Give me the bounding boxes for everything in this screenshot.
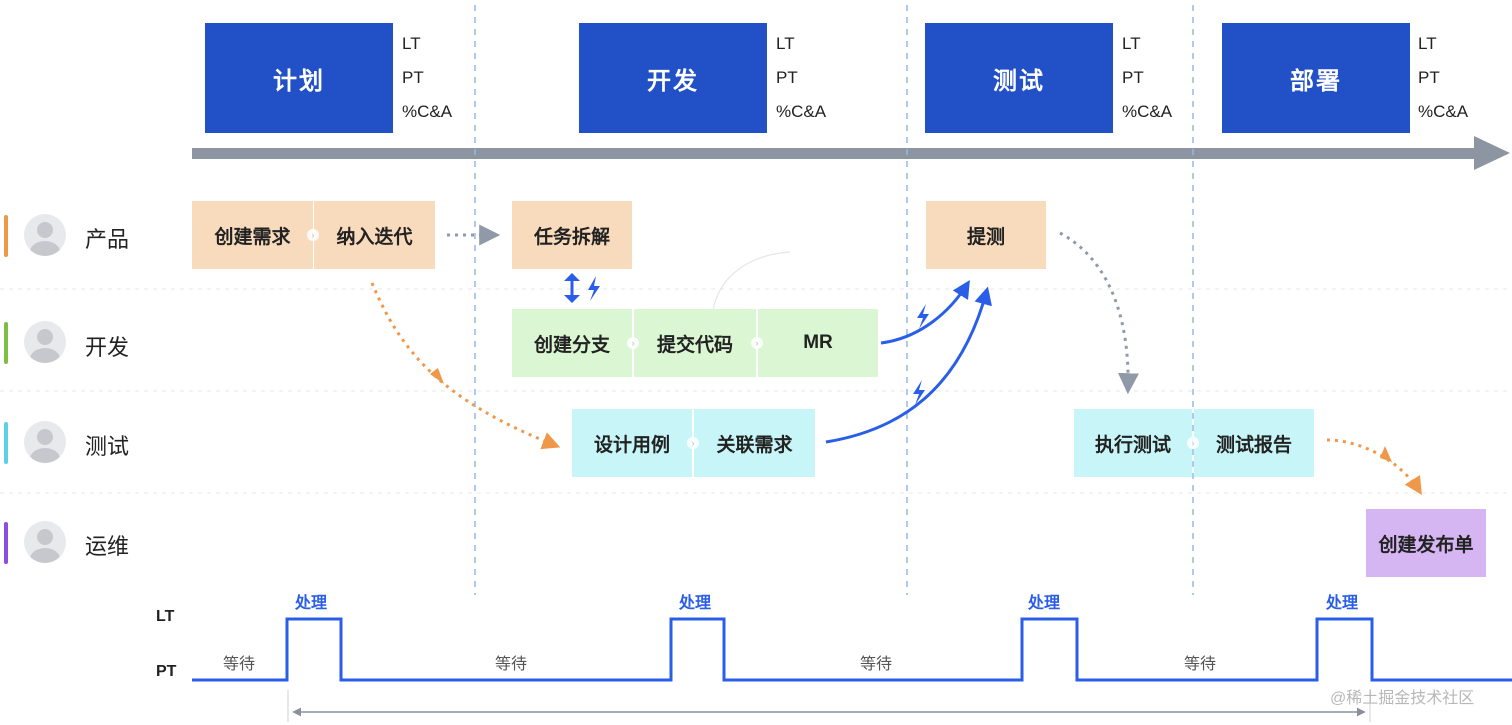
role-label-ops: 运维	[85, 534, 130, 559]
watermark: @稀土掘金技术社区	[1330, 690, 1475, 707]
phase-plan: 计划	[205, 23, 393, 133]
task-execute-test: 执行测试	[1074, 409, 1192, 477]
role-bar-dev	[4, 322, 8, 364]
role-bar-ops	[4, 522, 8, 564]
wait-label: 等待	[860, 656, 893, 673]
axis-label-lt: LT	[156, 608, 175, 625]
task-design-cases: 设计用例	[572, 409, 692, 477]
arrow-submit-to-exec	[1059, 231, 1139, 395]
role-bar-product	[4, 215, 8, 257]
metric-pt: PT	[1122, 68, 1144, 87]
arrow-link-to-submit	[825, 286, 992, 444]
orange-marker-report	[1380, 446, 1392, 462]
metric-pt: PT	[402, 68, 424, 87]
metric-ca: %C&A	[1418, 102, 1469, 121]
chevron-right-icon: ›	[307, 229, 319, 241]
role-bar-test	[4, 422, 8, 464]
task-submit-test: 提测	[926, 201, 1046, 269]
chevron-right-icon: ›	[687, 437, 699, 449]
phase-test: 测试	[925, 23, 1113, 133]
wait-label: 等待	[1184, 656, 1217, 673]
metric-pt: PT	[776, 68, 798, 87]
task-split-tasks: 任务拆解	[512, 201, 632, 269]
role-label-product: 产品	[85, 227, 130, 252]
avatar-icon	[24, 214, 66, 256]
process-label: 处理	[1326, 595, 1359, 612]
arrow-mr-to-submit	[880, 279, 970, 345]
timeline-arrow	[192, 136, 1510, 170]
avatar-icon	[24, 421, 66, 463]
metric-ca: %C&A	[402, 102, 453, 121]
arrow-iterate-to-design	[370, 282, 561, 450]
chevron-right-icon: ›	[627, 337, 639, 349]
axis-label-pt: PT	[156, 663, 177, 680]
metric-lt: LT	[1122, 34, 1141, 53]
task-create-branch: 创建分支	[512, 309, 632, 377]
task-commit-code: 提交代码	[634, 309, 756, 377]
lightning-link	[913, 380, 925, 405]
orange-bidir-marker	[430, 368, 444, 384]
arrow-report-to-release	[1326, 438, 1422, 496]
phase-deploy-metrics: LT PT %C&A	[1418, 27, 1468, 129]
phase-dev: 开发	[579, 23, 767, 133]
phase-deploy: 部署	[1222, 23, 1410, 133]
task-create-requirement: 创建需求	[192, 201, 313, 269]
process-label: 处理	[679, 595, 712, 612]
phase-dev-metrics: LT PT %C&A	[776, 27, 826, 129]
chevron-right-icon: ›	[751, 337, 763, 349]
process-label: 处理	[1028, 595, 1061, 612]
metric-ca: %C&A	[776, 102, 827, 121]
row-separators	[0, 288, 1512, 494]
metric-lt: LT	[776, 34, 795, 53]
role-label-dev: 开发	[85, 335, 130, 360]
faint-curve	[711, 251, 791, 319]
metric-pt: PT	[1418, 68, 1440, 87]
avatar-icon	[24, 521, 66, 563]
task-mr: MR	[758, 309, 878, 377]
wait-label: 等待	[223, 656, 256, 673]
metric-ca: %C&A	[1122, 102, 1173, 121]
metric-lt: LT	[402, 34, 421, 53]
process-label: 处理	[295, 595, 328, 612]
task-create-release: 创建发布单	[1366, 509, 1486, 577]
role-label-test: 测试	[85, 434, 130, 459]
lightning-mr	[917, 304, 929, 329]
task-link-requirement: 关联需求	[694, 409, 815, 477]
phase-dividers	[474, 5, 1194, 595]
chevron-right-icon: ›	[1187, 437, 1199, 449]
wait-label: 等待	[495, 656, 528, 673]
split-branch-link	[564, 273, 600, 303]
phase-plan-metrics: LT PT %C&A	[402, 27, 452, 129]
phase-test-metrics: LT PT %C&A	[1122, 27, 1172, 129]
task-add-to-iteration: 纳入迭代	[314, 201, 435, 269]
metric-lt: LT	[1418, 34, 1437, 53]
task-test-report: 测试报告	[1194, 409, 1314, 477]
avatar-icon	[24, 321, 66, 363]
lt-pt-waveform	[192, 617, 1512, 682]
